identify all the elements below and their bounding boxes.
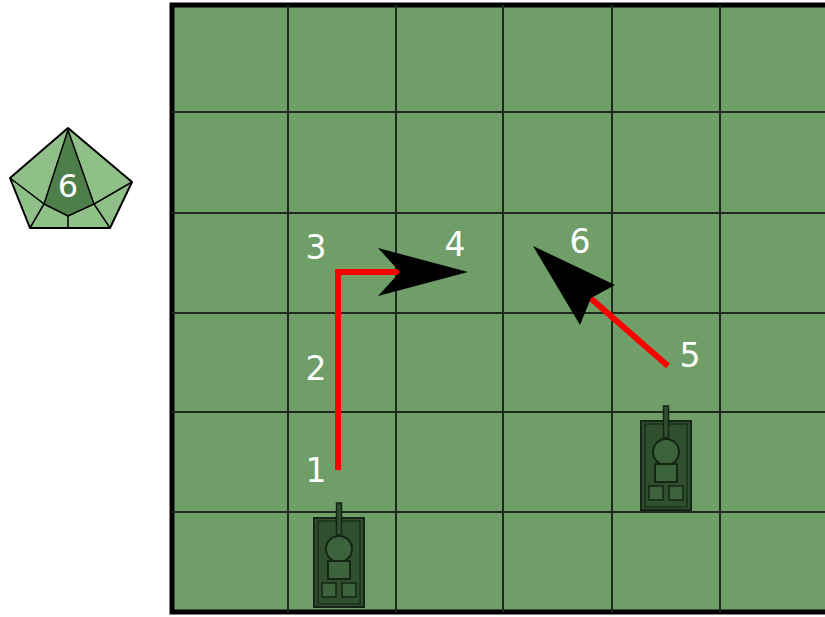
tank	[641, 406, 691, 510]
callout-number: 1	[306, 454, 327, 487]
move-arrowhead	[533, 246, 615, 325]
board	[172, 5, 825, 612]
callout-number: 5	[680, 339, 701, 372]
callout-number: 2	[306, 352, 327, 385]
tank	[314, 503, 364, 607]
callout-number: 4	[445, 228, 466, 261]
move-path	[588, 296, 668, 366]
callout-number: 6	[570, 225, 591, 258]
callout-number: 3	[306, 231, 327, 264]
die: 6	[8, 126, 136, 230]
grid-lines	[172, 5, 825, 612]
die-number: 6	[58, 170, 78, 202]
move-path	[338, 272, 400, 470]
